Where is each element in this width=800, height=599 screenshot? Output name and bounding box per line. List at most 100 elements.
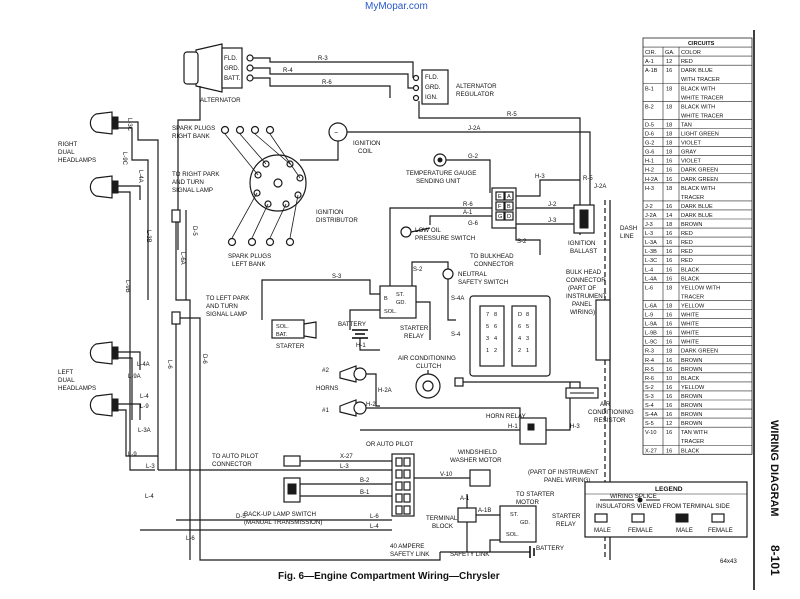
alt-fld-label: FLD. — [224, 55, 238, 62]
battery-bottom-label: BATTERY — [536, 545, 564, 552]
table-cell: S-2 — [645, 385, 654, 391]
table-cell: YELLOW — [681, 303, 705, 309]
table-cell: BROWN — [681, 367, 702, 373]
left-dual-headlamps: LEFT DUAL HEADLAMPS — [58, 341, 119, 417]
table-cell: 16 — [666, 204, 672, 210]
dash-line-label-2: LINE — [620, 233, 634, 240]
wire-label: B-1 — [360, 490, 370, 496]
wire-label: X-27 — [340, 454, 353, 460]
horn-1-label: #1 — [322, 407, 329, 414]
table-cell: R-6 — [645, 376, 654, 382]
wire-label: H-3 — [535, 174, 545, 180]
table-cell: 12 — [666, 421, 672, 427]
battery: BATTERY — [338, 321, 368, 339]
left-park-connector — [171, 311, 181, 325]
table-cell: 16 — [666, 367, 672, 373]
regulator-label-2: REGULATOR — [456, 91, 494, 98]
alt-grd-label: GRD. — [224, 65, 240, 72]
low-oil-pressure-switch: LOW OIL PRESSURE SWITCH — [400, 226, 475, 242]
wire-label: H-2A — [378, 388, 392, 394]
air-conditioning-clutch: AIR CONDITIONING CLUTCH — [398, 355, 464, 399]
temperature-gauge-sending-unit: TEMPERATURE GAUGE SENDING UNIT — [406, 153, 476, 185]
svg-text:B: B — [507, 204, 511, 210]
svg-text:B: B — [384, 296, 388, 302]
regulator-label-1: ALTERNATOR — [456, 83, 497, 90]
ac-resistor-label-2: CONDITIONING — [588, 409, 634, 416]
dash-line-label-1: DASH — [620, 225, 637, 232]
starter: SOL. BAT. STARTER — [271, 319, 317, 350]
wire-label: L-6 — [166, 360, 172, 369]
table-cell: VIOLET — [681, 141, 701, 147]
right-park-label-3: SIGNAL LAMP — [172, 187, 213, 194]
part-instrument-label-1: (PART OF INSTRUMENT — [528, 469, 599, 476]
table-cell: DARK BLUE — [681, 68, 713, 74]
table-cell: 12 — [666, 59, 672, 65]
table-cell: L-9B — [645, 331, 657, 337]
table-cell: S-3 — [645, 394, 654, 400]
table-cell: 16 — [666, 385, 672, 391]
left-headlamps-label-2: DUAL — [58, 377, 75, 384]
wire-label: L-3 — [340, 464, 349, 470]
bulkhead-label-4: INSTRUMENT — [566, 293, 607, 300]
wire-label: A-1 — [460, 496, 470, 502]
bulkhead-label-3: (PART OF — [568, 285, 596, 292]
wire-label: D-5 — [191, 226, 197, 236]
table-cell: LIGHT GREEN — [681, 132, 719, 138]
table-cell: RED — [681, 240, 693, 246]
backup-label-2: (MANUAL TRANSMISSION) — [244, 519, 322, 526]
to-starter-motor-label-1: TO STARTER — [516, 491, 555, 498]
svg-text:2: 2 — [518, 348, 521, 354]
wire-label: S-3 — [332, 274, 342, 280]
svg-text:G: G — [498, 214, 502, 220]
table-cell: 18 — [666, 186, 672, 192]
table-cell: BLACK — [681, 448, 700, 454]
wire-label: R-4 — [283, 68, 293, 74]
svg-text:F: F — [498, 204, 502, 210]
wire-label: L-9A — [128, 374, 141, 380]
bulkhead-plug — [595, 299, 611, 361]
table-cell: BROWN — [681, 222, 702, 228]
auto-pilot-label-2: CONNECTOR — [212, 461, 252, 468]
table-cell: 16 — [666, 412, 672, 418]
wire-label: L-4 — [370, 524, 379, 530]
table-cell: BROWN — [681, 403, 702, 409]
table-cell: RED — [681, 258, 693, 264]
wire-label: L-3B — [145, 230, 151, 243]
table-cell: DARK GREEN — [681, 349, 718, 355]
table-header-cell: GA. — [665, 50, 675, 56]
ac-resistor-label-3: RESISTOR — [594, 417, 626, 424]
wire-label: L-9 — [128, 452, 137, 458]
table-cell: DARK GREEN — [681, 168, 718, 174]
table-cell: YELLOW WITH — [681, 285, 720, 291]
table-cell: BROWN — [681, 412, 702, 418]
left-park-label-1: TO LEFT PARK — [206, 295, 250, 302]
terminal-block-label-1: TERMINAL — [426, 515, 458, 522]
table-cell: BLACK WITH — [681, 186, 715, 192]
svg-text:1: 1 — [526, 348, 529, 354]
svg-text:8: 8 — [494, 312, 497, 318]
table-cell: WHITE — [681, 331, 699, 337]
bulkhead-label-1: BULK HEAD — [566, 269, 602, 276]
spark-plugs-left-label-2: LEFT BANK — [232, 261, 266, 268]
ignition-ballast: IGNITION BALLAST — [568, 204, 597, 255]
wire-label: R-5 — [507, 112, 517, 118]
legend-title: LEGEND — [655, 486, 683, 493]
table-cell: 16 — [666, 394, 672, 400]
svg-text:A: A — [507, 194, 511, 200]
wire-label: J-3 — [548, 218, 557, 224]
distributor-label-1: IGNITION — [316, 209, 344, 216]
svg-text:BAT.: BAT. — [276, 332, 288, 338]
reg-ign-label: IGN. — [425, 94, 438, 101]
alternator: FLD. GRD. BATT. ALTERNATOR — [183, 43, 254, 104]
table-cell: S-4A — [645, 412, 658, 418]
wire-label: R-3 — [318, 56, 328, 62]
right-headlamps-label-2: DUAL — [58, 149, 75, 156]
table-cell: 16 — [666, 448, 672, 454]
table-cell: H-2 — [645, 168, 654, 174]
neutral-safety-switch: NEUTRAL SAFETY SWITCH — [442, 268, 508, 286]
table-cell: 18 — [666, 222, 672, 228]
table-cell: RED — [681, 59, 693, 65]
wire-label: D-6 — [201, 354, 207, 364]
